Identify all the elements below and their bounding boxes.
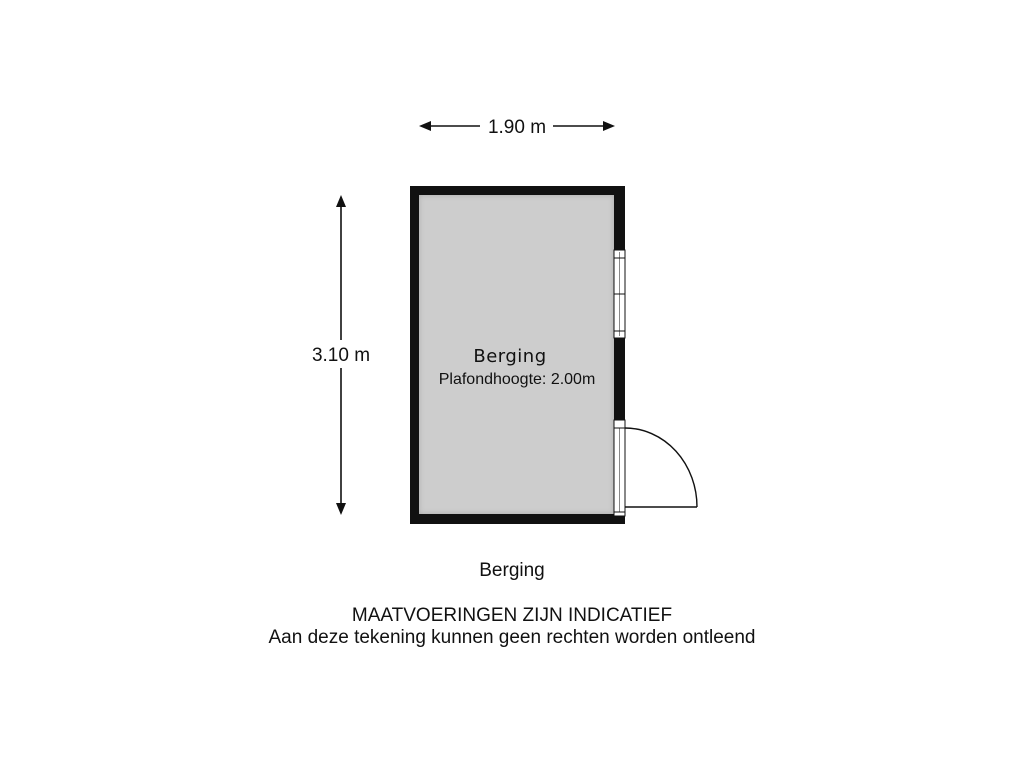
depth-dimension: 3.10 m <box>305 195 377 515</box>
room-floor <box>419 195 614 514</box>
width-dimension: 1.90 m <box>419 117 615 138</box>
window <box>613 249 626 339</box>
room-ceiling-height: Plafondhoogte: 2.00m <box>439 371 596 388</box>
width-dimension-label: 1.90 m <box>488 117 546 138</box>
depth-dimension-label: 3.10 m <box>312 345 370 366</box>
arrow-right-icon <box>603 121 615 131</box>
floor-name-caption: Berging <box>479 560 545 581</box>
room-name: Berging <box>473 346 546 367</box>
arrow-up-icon <box>336 195 346 207</box>
arrow-left-icon <box>419 121 431 131</box>
disclaimer-text: Aan deze tekening kunnen geen rechten wo… <box>268 627 756 648</box>
door-swing-arc <box>624 427 698 508</box>
door <box>613 419 698 517</box>
arrow-down-icon <box>336 503 346 515</box>
disclaimer-heading: MAATVOERINGEN ZIJN INDICATIEF <box>351 605 673 626</box>
